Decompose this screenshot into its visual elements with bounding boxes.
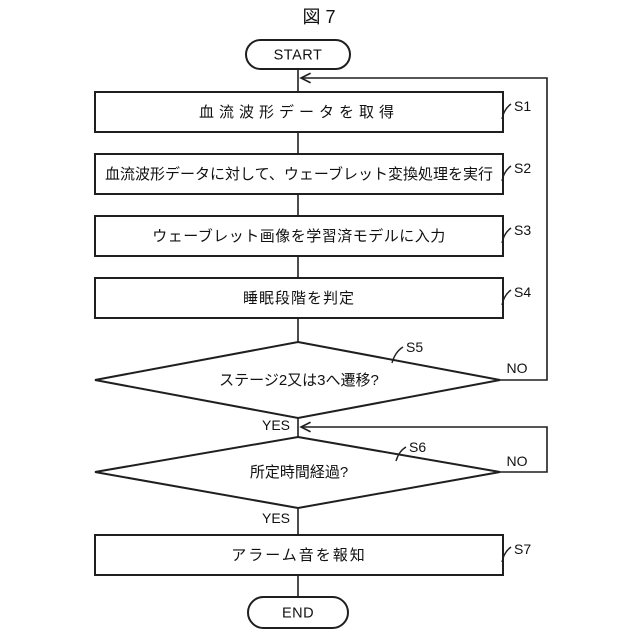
end-terminal <box>247 596 349 629</box>
start-terminal-label: START <box>274 48 323 64</box>
s5-yes-branch-label: YES <box>262 417 290 433</box>
ref-leader-s2 <box>501 165 512 182</box>
decision-label-s6: 所定時間経過? <box>250 464 348 481</box>
process-box-s1 <box>94 91 504 133</box>
ref-leader-s4 <box>501 289 512 306</box>
ref-leader-s1 <box>501 103 512 120</box>
process-label-s1: 血流波形データを取得 <box>199 103 399 121</box>
end-terminal-label: END <box>282 606 314 622</box>
step-ref-s1: S1 <box>514 98 531 114</box>
s6-no-branch-label: NO <box>507 453 528 469</box>
process-box-s7 <box>94 534 504 576</box>
s6-no-loop-line <box>302 426 548 473</box>
step-ref-s6: S6 <box>409 439 426 455</box>
process-box-s3 <box>94 215 504 257</box>
s6-no-loop-arrowhead <box>299 421 311 433</box>
s5-no-branch-label: NO <box>507 360 528 376</box>
process-label-s7: アラーム音を報知 <box>231 547 367 564</box>
step-ref-s3: S3 <box>514 222 531 238</box>
ref-leader-s5 <box>391 346 404 364</box>
ref-leader-s3 <box>501 227 512 244</box>
ref-leader-s7 <box>501 546 512 563</box>
s5-no-loop-arrowhead <box>299 72 311 84</box>
figure-title: 図 7 <box>302 7 335 27</box>
decision-label-s5: ステージ2又は3へ遷移? <box>219 372 379 389</box>
s5-no-loop-line <box>302 77 548 381</box>
ref-leader-s6 <box>395 446 407 462</box>
process-box-s4 <box>94 277 504 319</box>
step-ref-s5: S5 <box>406 339 423 355</box>
step-ref-s2: S2 <box>514 160 531 176</box>
process-box-s2 <box>94 153 504 195</box>
process-label-s4: 睡眠段階を判定 <box>243 290 355 307</box>
step-ref-s4: S4 <box>514 284 531 300</box>
process-label-s3: ウェーブレット画像を学習済モデルに入力 <box>152 227 446 245</box>
process-label-s2: 血流波形データに対して、ウェーブレット変換処理を実行 <box>105 165 493 183</box>
decision-diamond-s5 <box>94 340 501 420</box>
s6-yes-branch-label: YES <box>262 510 290 526</box>
step-ref-s7: S7 <box>514 541 531 557</box>
